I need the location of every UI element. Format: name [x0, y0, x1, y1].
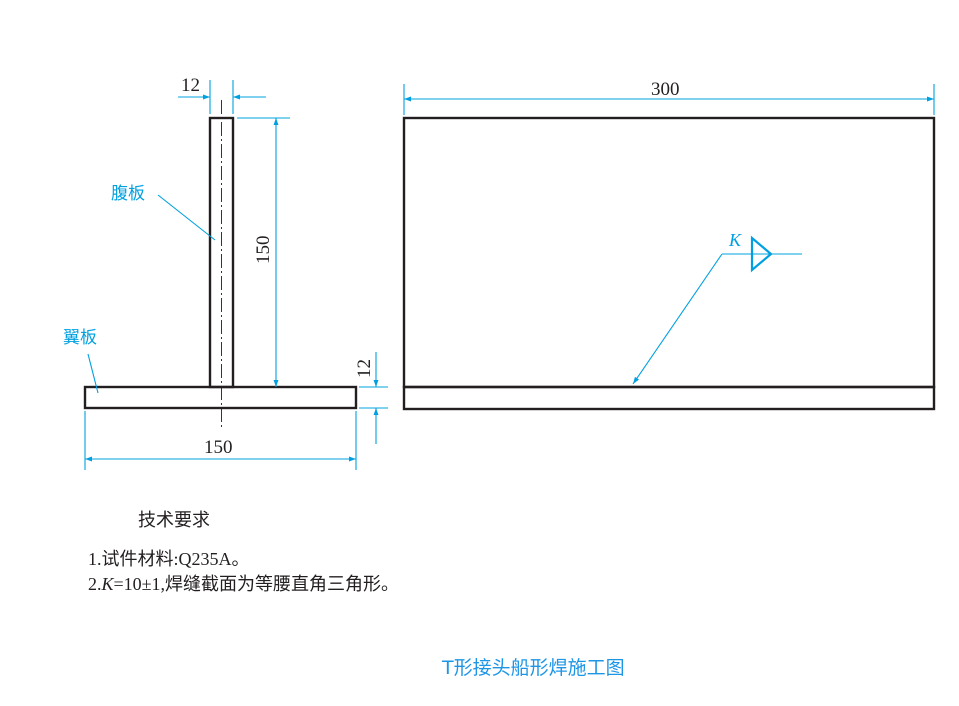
- weld-symbol: K: [632, 230, 802, 385]
- flange-width-dimension: 150: [84, 411, 357, 470]
- web-side-view: [402, 116, 936, 389]
- requirement-2: 2.K=10±1,焊缝截面为等腰直角三角形。: [88, 574, 400, 594]
- flange-label: 翼板: [63, 328, 97, 348]
- requirement-2-k: K: [101, 574, 114, 594]
- figure-caption: T形接头船形焊施工图: [442, 657, 625, 679]
- flange-thickness-dimension: 12: [354, 352, 388, 444]
- weld-arrow-line: [632, 253, 723, 385]
- length-value: 300: [651, 79, 680, 100]
- requirement-1: 1.试件材料:Q235A。: [88, 549, 250, 569]
- weld-leg-size-label: K: [728, 230, 742, 250]
- web-thickness-value: 12: [181, 75, 200, 96]
- flange-label-group: 翼板: [63, 328, 99, 394]
- web-height-dimension: 150: [237, 117, 290, 387]
- length-dimension: 300: [403, 79, 935, 115]
- web-thickness-dimension: 12: [178, 75, 266, 114]
- flange-width-value: 150: [204, 437, 233, 458]
- web-label-group: 腹板: [111, 184, 216, 241]
- technical-requirements-title: 技术要求: [138, 510, 210, 530]
- t-joint-section-view: [83, 100, 358, 428]
- web-height-value: 150: [253, 236, 274, 265]
- web-label: 腹板: [111, 184, 145, 204]
- fillet-weld-icon: [750, 235, 773, 273]
- flange-leader-line: [87, 353, 99, 394]
- flange-plate: [83, 385, 358, 410]
- flange-side-view: [402, 385, 936, 411]
- flange-thickness-value: 12: [354, 359, 375, 378]
- side-elevation-view: [402, 116, 936, 411]
- web-leader-line: [157, 194, 216, 241]
- technical-requirements: 技术要求 1.试件材料:Q235A。 2.K=10±1,焊缝截面为等腰直角三角形…: [88, 508, 399, 597]
